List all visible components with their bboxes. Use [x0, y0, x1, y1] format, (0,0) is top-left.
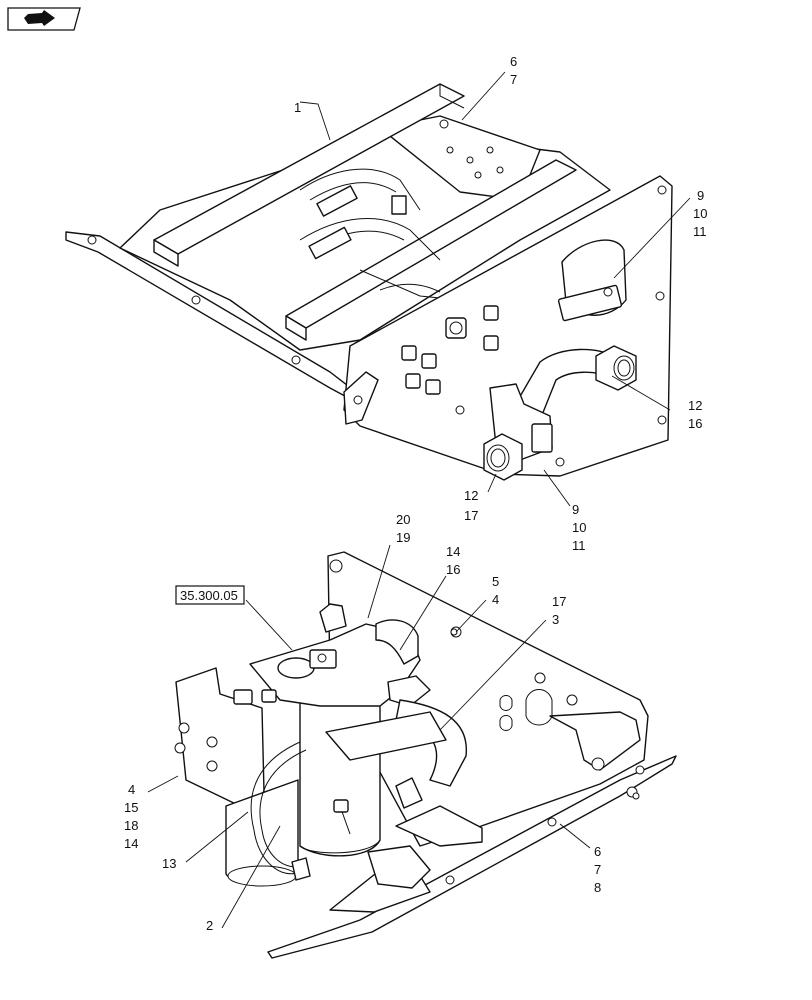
callout-1: 1 [294, 100, 301, 115]
callout-19: 19 [396, 530, 410, 545]
callout-15: 15 [124, 800, 138, 815]
reference-link[interactable]: 35.300.05 [175, 585, 245, 605]
callout-17-left: 17 [464, 508, 478, 523]
callout-4-top: 4 [492, 592, 499, 607]
callout-14-left: 14 [124, 836, 138, 851]
callout-17: 17 [552, 594, 566, 609]
callout-18: 18 [124, 818, 138, 833]
next-page-arrow-icon[interactable] [7, 7, 81, 31]
flange-fitting-right [595, 345, 637, 391]
callout-6: 6 [510, 54, 517, 69]
upper-leader-lines [299, 71, 691, 507]
callout-16-right: 16 [688, 416, 702, 431]
callout-8: 8 [594, 880, 601, 895]
callout-16: 16 [446, 562, 460, 577]
lower-leader-lines [147, 544, 591, 929]
plate-fittings [401, 305, 499, 395]
upper-assembly [65, 83, 673, 481]
callout-7: 7 [510, 72, 517, 87]
callout-10-lower: 10 [572, 520, 586, 535]
callout-20: 20 [396, 512, 410, 527]
callout-3: 3 [552, 612, 559, 627]
callout-2: 2 [206, 918, 213, 933]
flange-fitting-left [483, 433, 523, 481]
callout-5: 5 [492, 574, 499, 589]
callout-12-right: 12 [688, 398, 702, 413]
upper-callouts: 1 6 7 9 10 11 12 16 12 17 9 10 11 [294, 54, 707, 553]
callout-13: 13 [162, 856, 176, 871]
lower-callouts: 20 19 14 16 5 4 17 3 4 15 18 14 13 2 6 7… [124, 512, 601, 933]
callout-9-upper: 9 [697, 188, 704, 203]
callout-11-lower: 11 [572, 538, 586, 553]
reference-label[interactable]: 35.300.05 [180, 588, 238, 603]
callout-7-lower: 7 [594, 862, 601, 877]
lower-assembly [174, 551, 677, 959]
callout-12-left: 12 [464, 488, 478, 503]
callout-9-lower: 9 [572, 502, 579, 517]
callout-6-lower: 6 [594, 844, 601, 859]
callout-14-top: 14 [446, 544, 460, 559]
callout-11-upper: 11 [693, 224, 707, 239]
callout-4-left: 4 [128, 782, 135, 797]
callout-10-upper: 10 [693, 206, 707, 221]
